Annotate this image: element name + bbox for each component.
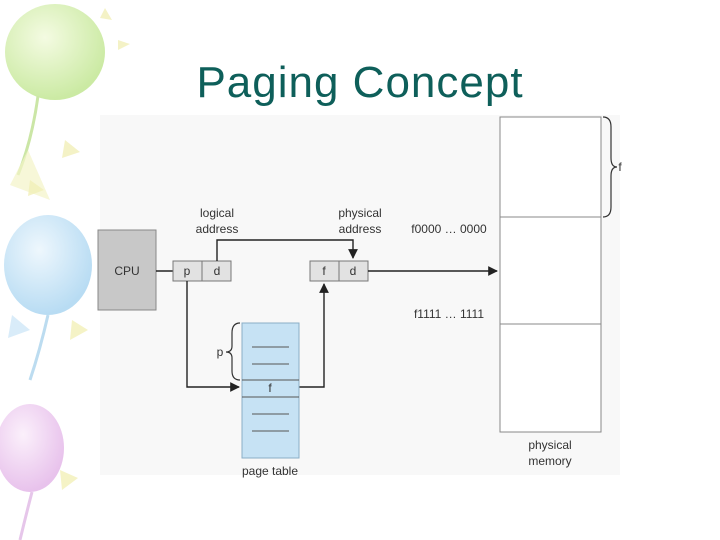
blue-balloon-icon <box>4 215 92 381</box>
page-index-arrow <box>186 281 240 392</box>
physical-memory-label-line2: memory <box>528 454 571 468</box>
frame-end-address: f1111 … 1111 <box>414 307 484 321</box>
page-table <box>241 322 300 459</box>
page-table-entry-f: f <box>268 381 272 395</box>
physical-address-label-line2: address <box>339 222 382 236</box>
pink-balloon-icon <box>0 404 78 540</box>
cpu-box <box>97 229 157 311</box>
frame-number-arrow <box>299 283 329 388</box>
logical-d-field: d <box>214 264 221 278</box>
logical-address-label-line1: logical <box>200 206 234 220</box>
offset-copy-arrow <box>216 239 358 261</box>
physical-memory-box <box>499 116 602 433</box>
frame-brace <box>602 116 618 218</box>
slide-title: Paging Concept <box>196 58 524 107</box>
page-table-box <box>241 322 300 459</box>
page-index-brace <box>225 322 241 381</box>
physical-d-field: d <box>350 264 357 278</box>
cpu-label: CPU <box>114 264 139 278</box>
frame-brace-label: f <box>618 160 622 174</box>
logical-p-field: p <box>184 264 191 278</box>
physical-f-field: f <box>322 264 326 278</box>
frame-start-address: f0000 … 0000 <box>411 222 487 236</box>
physical-memory-label-line1: physical <box>528 438 571 452</box>
physical-memory <box>499 116 602 433</box>
sparkle-icon <box>28 8 130 196</box>
page-table-label: page table <box>242 464 298 478</box>
logical-address-label-line2: address <box>196 222 239 236</box>
physical-address-label-line1: physical <box>338 206 381 220</box>
page-index-label: p <box>217 345 224 359</box>
